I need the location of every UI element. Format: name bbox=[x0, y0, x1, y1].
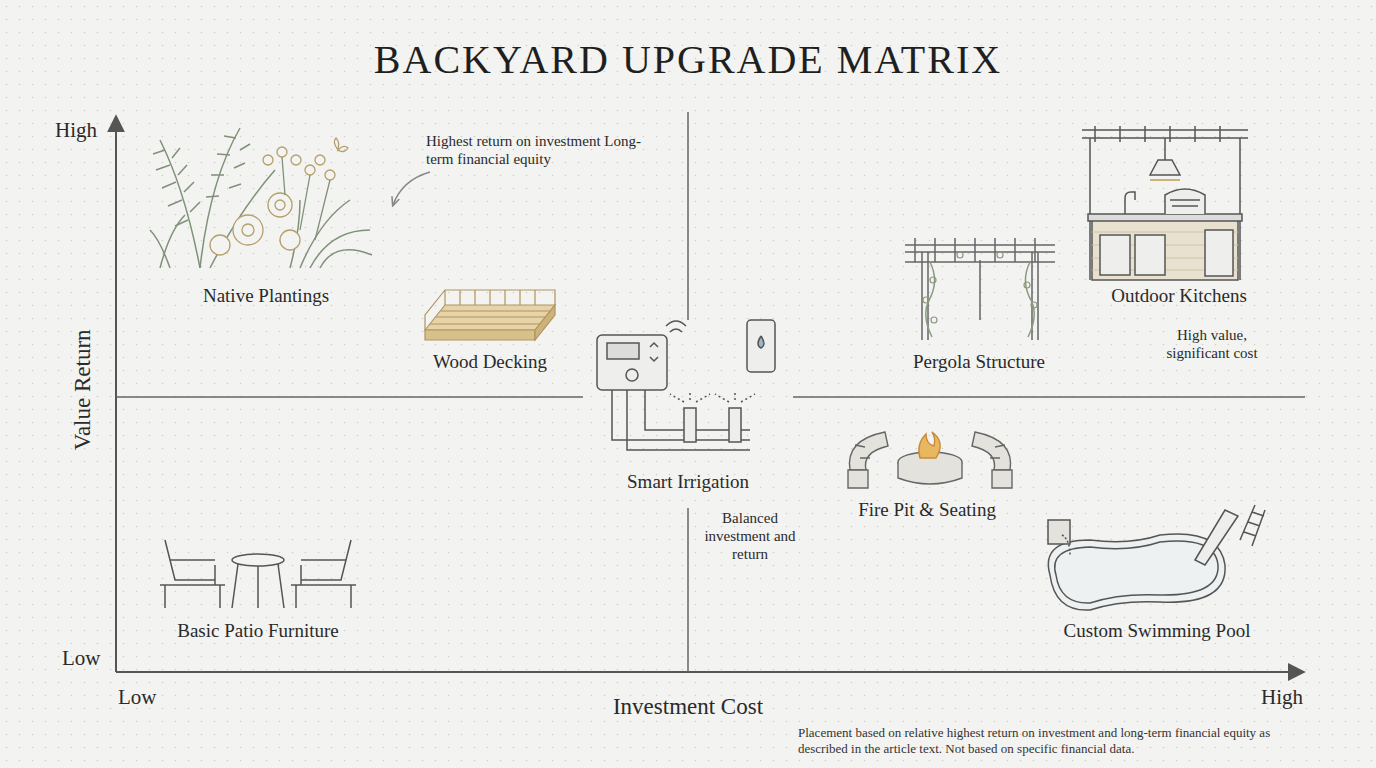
pool-illustration bbox=[1048, 505, 1265, 610]
leader-line bbox=[393, 172, 430, 205]
irrigation-illustration bbox=[597, 320, 775, 450]
matrix-label: High bbox=[1261, 685, 1303, 710]
matrix-label: Investment Cost bbox=[613, 693, 763, 721]
deck-illustration bbox=[425, 290, 555, 340]
matrix-label: Value Return bbox=[68, 329, 96, 450]
matrix-label: High value, significant cost bbox=[1152, 326, 1272, 362]
matrix-label: Smart Irrigation bbox=[627, 471, 749, 494]
pergola-illustration bbox=[905, 238, 1055, 340]
flowers bbox=[210, 138, 348, 255]
matrix-label: Balanced investment and return bbox=[704, 509, 796, 563]
matrix-label: Basic Patio Furniture bbox=[177, 620, 338, 643]
matrix-label: Pergola Structure bbox=[913, 351, 1045, 374]
plants-illustration bbox=[150, 128, 372, 268]
vine-leaves bbox=[923, 252, 1037, 323]
kitchen-illustration bbox=[1082, 126, 1248, 280]
matrix-label: Low bbox=[62, 646, 101, 671]
matrix-label: Wood Decking bbox=[433, 351, 547, 374]
matrix-label: Custom Swimming Pool bbox=[1064, 620, 1251, 643]
matrix-label: Outdoor Kitchens bbox=[1111, 285, 1247, 308]
quadrant-lines bbox=[116, 112, 1305, 672]
matrix-label: Highest return on investment Long-term f… bbox=[426, 132, 656, 168]
matrix-label: Fire Pit & Seating bbox=[858, 499, 996, 522]
matrix-label: Low bbox=[118, 685, 157, 710]
axes bbox=[116, 116, 1304, 672]
matrix-label: High bbox=[55, 118, 97, 143]
matrix-label: Native Plantings bbox=[203, 285, 329, 308]
caption-note: Placement based on relative highest retu… bbox=[798, 725, 1318, 758]
firepit-illustration bbox=[848, 432, 1012, 488]
chart-title: BACKYARD UPGRADE MATRIX bbox=[374, 36, 1002, 84]
furniture-illustration bbox=[160, 540, 356, 608]
